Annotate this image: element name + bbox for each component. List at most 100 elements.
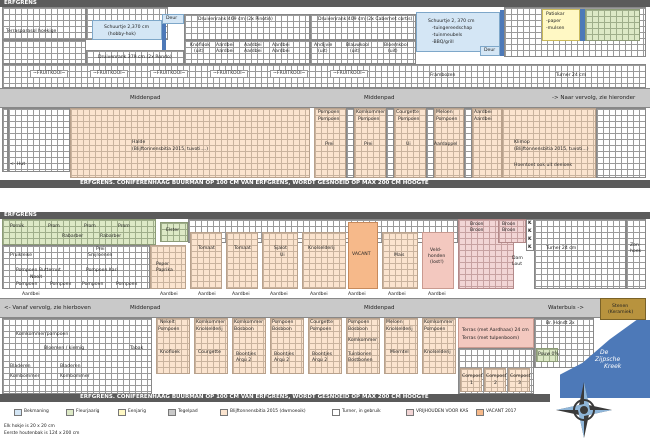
row-rabarber-2: Rabarber: [100, 234, 122, 239]
legend-swatch-3: [118, 409, 126, 416]
middenpad-bottom: [0, 298, 600, 318]
legend-swatch-7: [406, 409, 414, 416]
col-komkommer-2: Pompoen: [358, 117, 380, 122]
druiven-bed-1: [184, 14, 310, 40]
row-pornik: Pornik: [10, 224, 25, 229]
zonhoek-bed: [626, 219, 646, 289]
bloemen-bed: [2, 318, 152, 394]
vacant-label: VACANT: [352, 252, 371, 257]
path-between-4: [464, 108, 472, 178]
legend-item-1: Bekmaning: [24, 409, 49, 414]
lower-l2-7: Knolselderij: [386, 327, 413, 332]
halde-l1: Halde: [132, 140, 146, 145]
pouw-box: [536, 348, 558, 362]
courgette-label: Courgette: [198, 350, 221, 355]
elster-label: Elster: [166, 228, 180, 233]
bg-hondt-label: Br. Hondt 2x: [546, 321, 575, 326]
ui-bed: [394, 108, 426, 178]
aardbei-1: Aardbei: [216, 43, 234, 48]
tuinbonen-1: Tuinbonen: [348, 352, 372, 357]
middenpad-bottom-1: Middenpad: [130, 305, 161, 311]
shed-2-l2: -tuingereedschap: [432, 26, 473, 31]
bottom-boundary-bar: ERFGRENS. CONIFERENHAAG BUURMAN OP 100 C…: [0, 394, 550, 402]
aardbei-b-8: Aardbei: [428, 292, 446, 297]
fruitkooi-5: ~FRUITKOOI~: [270, 70, 309, 78]
legend-item-7: VRIJHOUDEN VOOR KAS: [416, 409, 469, 414]
klimop-bed: [502, 108, 596, 178]
veldhonden-l2: honden: [428, 254, 446, 259]
prei-2-label: Prei: [364, 142, 373, 147]
row-rabarber-1: Rabarber: [62, 234, 84, 239]
boontjes-3: Boontjes: [312, 352, 332, 357]
druiven-1-label: Druivenrank 469 cm (2x Pinotin): [198, 17, 273, 22]
druiven-bed-3: [86, 50, 184, 64]
mais-bed: [382, 232, 418, 289]
tuinbonen-bed: [346, 318, 380, 374]
compost-2: [484, 368, 506, 392]
lower-l-4: Pompoen: [272, 320, 294, 325]
mierntel-bed: [384, 318, 418, 374]
compass-rose-icon: [556, 382, 612, 438]
terras-bed: [458, 318, 534, 348]
middenpad-top: [0, 88, 650, 108]
veldhonden-l1: Veld-: [430, 248, 442, 253]
zijpsche-l2: Zijpsche: [595, 356, 621, 363]
col-pompoen-1: Pompoen: [318, 110, 340, 115]
compost-1-label: Compost: [462, 374, 483, 379]
prei-1-label: Prei: [325, 142, 334, 147]
boontjes-1b: Arqu 2: [236, 358, 252, 363]
knofloek-bed: [156, 318, 190, 374]
shed-2-l4: -BBQ/grill: [432, 40, 454, 45]
stenen-l1: Stenen: [612, 304, 629, 309]
knoflook-bed: [184, 40, 310, 64]
stenen-box: [600, 298, 646, 320]
andijvie-l1: Andijvie: [314, 43, 333, 48]
halde-bed: [70, 108, 310, 178]
klimop-l1: Klimop: [514, 140, 530, 145]
druiven-3-label: Druivenrank 379 cm (2x Rondo): [98, 55, 172, 60]
col-komkommer-1: Komkommer: [356, 110, 386, 115]
pompoen-row-2: Pompoen: [50, 282, 72, 287]
mierntel-label: Mierntel: [390, 350, 409, 355]
sjalot-l1: Sjalot: [274, 246, 287, 251]
dam-l2: Lout: [512, 262, 523, 267]
lower-l2-2: Knolselderij: [196, 327, 223, 332]
lower-l-7: Meloen: [386, 320, 403, 325]
veldhonden-l3: (lost!): [430, 260, 444, 265]
lower-l2-4: Bosboon: [272, 327, 292, 332]
kool-bed: [310, 40, 416, 64]
waterbuis-label: Waterbuis ->: [548, 305, 584, 311]
path-between-3: [426, 108, 434, 178]
vanaf-vervolg: <- Vanaf vervolg, zie hierboven: [4, 305, 91, 311]
boontjes-bed-1: [232, 318, 266, 374]
compost-3: [508, 368, 530, 392]
zonhoek-l1: Zon-: [630, 243, 641, 248]
stenen-l2: (Keramiek): [608, 310, 634, 315]
lower-l-6: Pompoen: [348, 320, 370, 325]
lower-l2-3: Bosboon: [234, 327, 254, 332]
legend-item-5: Blijftonnensbitia 2015 (dwrnoeoik): [230, 409, 306, 414]
middenpad-bottom-2: Middenpad: [364, 305, 395, 311]
lower-l2-1: Pompoen: [158, 327, 180, 332]
path-between-2: [386, 108, 394, 178]
k-3: K: [528, 237, 532, 242]
kas-area-2: [498, 219, 526, 243]
aardbei-4: Aardbei: [244, 49, 262, 54]
pompoen-row-1: Pompoen: [16, 282, 38, 287]
frambozen-label: Frambozen: [430, 73, 456, 78]
komkommer-pompoen-label: Komkommer/pompoen: [16, 332, 69, 337]
lower-l-2: Komkommer: [196, 320, 226, 325]
shed-1-wall: [162, 24, 166, 64]
peper-l2: Paprika: [156, 268, 173, 273]
shed-2: [416, 12, 500, 52]
top-boundary-bar: ERFGRENS. CONIFERENHAAG BUURMAN OP 100 C…: [0, 180, 650, 188]
blauwkool-l1: Blauwkool: [346, 43, 370, 48]
patio-l1: Patiokar: [546, 12, 565, 17]
path-between-1: [346, 108, 354, 178]
col-meloen-1: Meloen: [436, 110, 453, 115]
courgette-bed: [194, 318, 228, 374]
knolselderij-label: Knolselderij: [308, 246, 335, 251]
tomaat-2-label: Tomaat: [234, 246, 251, 251]
top-border-label: ERFGRENS: [0, 0, 650, 7]
k-2: K: [528, 229, 532, 234]
